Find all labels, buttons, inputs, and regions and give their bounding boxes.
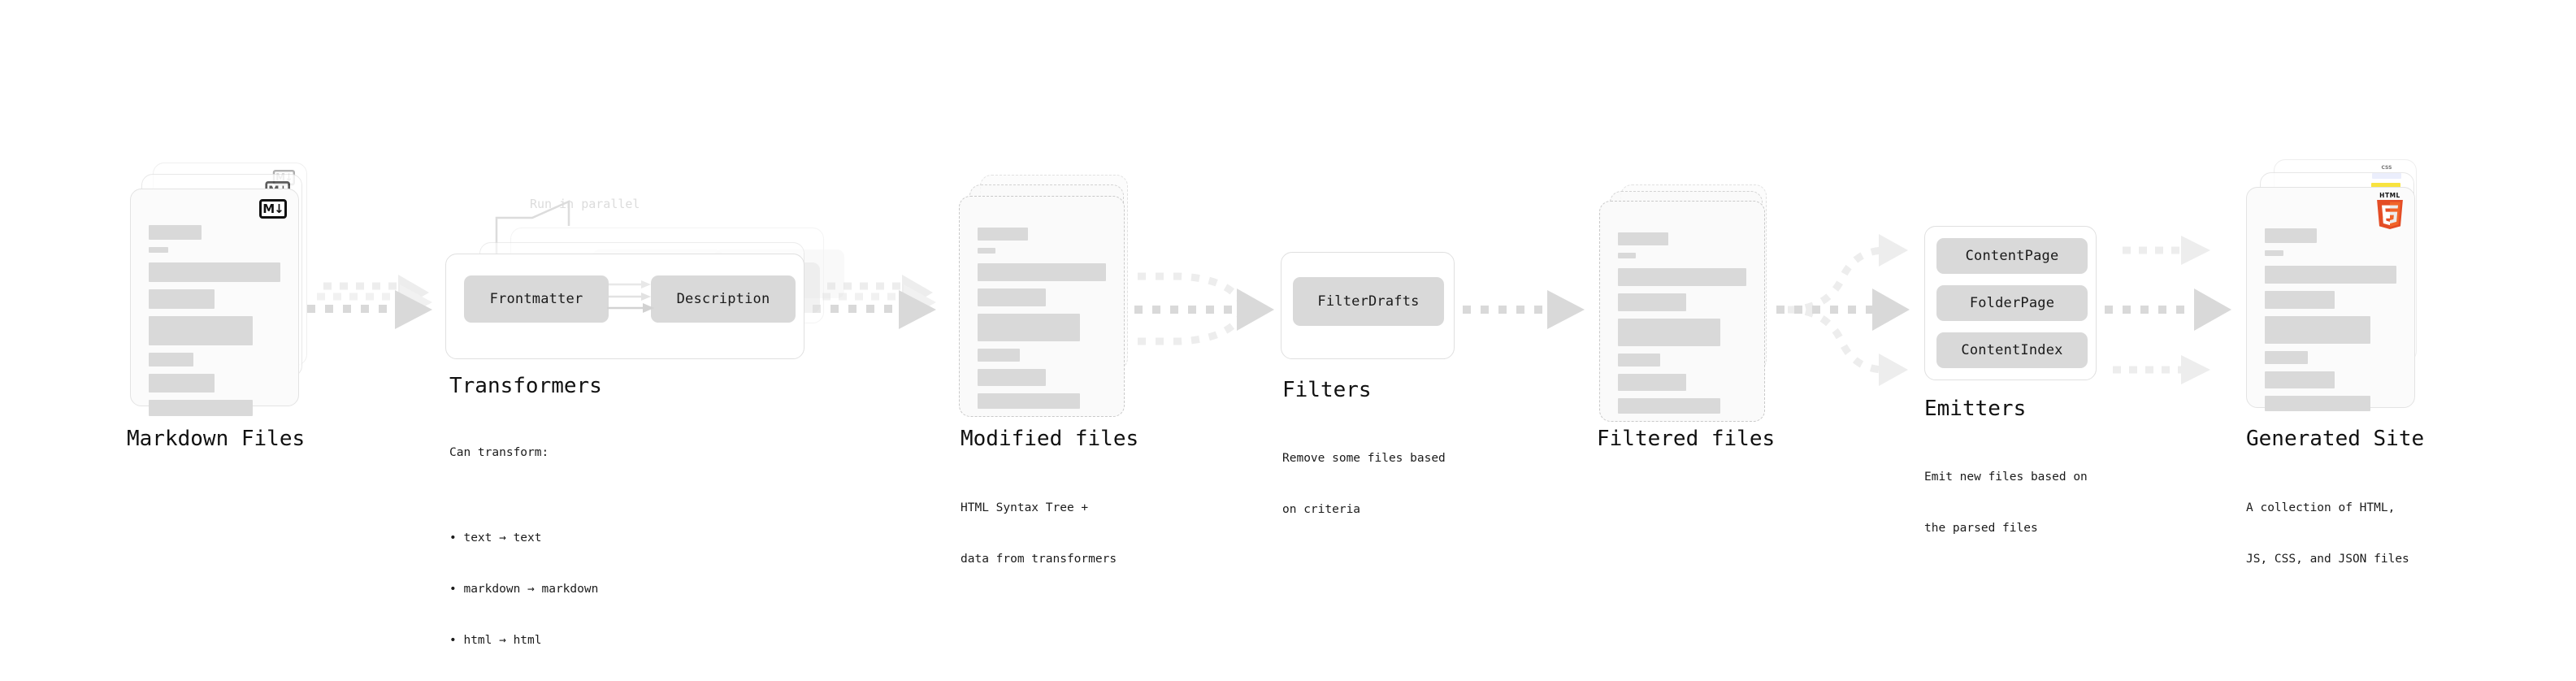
generated-site-card-stack: CSS HTML	[2246, 159, 2449, 419]
skeleton-bar	[149, 353, 194, 367]
modified-card-front	[959, 196, 1125, 417]
emitter-chip-contentindex[interactable]: ContentIndex	[1936, 332, 2088, 368]
skeleton-bar	[149, 316, 253, 345]
skeleton-bar	[2265, 316, 2370, 344]
card-skeleton-body	[2265, 228, 2396, 419]
subtitle-line: data from transformers	[961, 553, 1117, 566]
skeleton-bar	[149, 225, 202, 240]
modified-files-subtitle: HTML Syntax Tree + data from transformer…	[961, 466, 1117, 602]
markdown-badge-arrow: ↓	[274, 201, 284, 216]
skeleton-bar	[1618, 268, 1746, 286]
transformers-title: Transformers	[449, 374, 602, 398]
skeleton-bar	[1618, 253, 1636, 258]
skeleton-bar	[978, 349, 1021, 362]
connector-emitters-to-site	[2105, 236, 2231, 384]
transformers-bullet-list: • text → text • markdown → markdown • ht…	[449, 496, 598, 681]
skeleton-bar	[149, 374, 215, 393]
card-skeleton-body	[1618, 232, 1746, 421]
subtitle-line: Emit new files based on	[1924, 471, 2088, 484]
filters-group: FilterDrafts	[1281, 252, 1455, 359]
emitter-chip-folderpage[interactable]: FolderPage	[1936, 285, 2088, 321]
subtitle-line: on criteria	[1282, 503, 1361, 517]
skeleton-bar	[978, 393, 1081, 409]
markdown-card-front: M↓	[130, 189, 299, 416]
skeleton-bar	[978, 369, 1046, 386]
transformer-chip-frontmatter[interactable]: Frontmatter	[464, 275, 609, 323]
transformer-inner-arrows	[607, 280, 654, 313]
subtitle-line: A collection of HTML,	[2246, 501, 2396, 515]
card-skeleton-body	[978, 228, 1106, 416]
css-label: CSS	[2381, 165, 2392, 171]
emitters-subtitle: Emit new files based on the parsed files	[1924, 435, 2088, 571]
skeleton-bar	[149, 262, 280, 282]
transformers-group-front: Frontmatter Description	[445, 254, 804, 359]
skeleton-bar	[1618, 319, 1721, 346]
skeleton-bar	[149, 400, 253, 416]
site-card-front-html: HTML	[2246, 187, 2415, 411]
skeleton-bar	[2265, 291, 2335, 309]
skeleton-bar	[978, 263, 1106, 281]
skeleton-bar	[1618, 293, 1686, 311]
transformer-chip-description[interactable]: Description	[651, 275, 796, 323]
markdown-icon: M↓	[259, 199, 287, 219]
skeleton-bar	[1618, 232, 1668, 245]
filters-title: Filters	[1282, 378, 1372, 402]
transformers-subtitle-intro: Can transform:	[449, 446, 549, 460]
subtitle-line: JS, CSS, and JSON files	[2246, 553, 2409, 566]
skeleton-bar	[2265, 250, 2283, 256]
generated-site-title: Generated Site	[2246, 427, 2425, 451]
skeleton-bar	[149, 247, 168, 253]
skeleton-bar	[2265, 228, 2317, 243]
modified-files-title: Modified files	[961, 427, 1139, 451]
skeleton-bar	[978, 228, 1028, 241]
html5-wordmark: HTML	[2379, 192, 2400, 199]
emitters-title: Emitters	[1924, 397, 2027, 421]
list-item: • text → text	[449, 531, 542, 545]
filters-subtitle: Remove some files based on criteria	[1282, 416, 1446, 553]
html5-icon: HTML	[2375, 192, 2405, 229]
card-skeleton-body	[149, 225, 280, 423]
connector-markdown-to-transformers	[307, 275, 432, 329]
markdown-files-card-stack: M↓ M↓ M↓	[130, 163, 317, 416]
connector-modified-to-filters	[1134, 272, 1274, 345]
filtered-files-title: Filtered files	[1597, 427, 1776, 451]
skeleton-bar	[2265, 396, 2370, 411]
transformers-subtitle: Can transform: • text → text • markdown …	[449, 410, 598, 681]
list-item: • markdown → markdown	[449, 583, 599, 596]
skeleton-bar	[2265, 371, 2335, 388]
filtered-files-card-stack	[1599, 184, 1786, 428]
subtitle-line: HTML Syntax Tree +	[961, 501, 1089, 515]
run-in-parallel-label: Run in parallel	[530, 197, 640, 211]
transformers-group-stack: Frontmatter Description	[445, 228, 844, 366]
markdown-badge-letter: M	[262, 201, 275, 216]
skeleton-bar	[1618, 354, 1661, 367]
skeleton-bar	[978, 248, 995, 254]
modified-files-card-stack	[959, 175, 1146, 419]
skeleton-bar	[149, 289, 215, 309]
emitters-group: ContentPage FolderPage ContentIndex	[1924, 226, 2097, 380]
skeleton-bar	[978, 288, 1046, 306]
connector-filters-to-filtered	[1463, 290, 1585, 329]
skeleton-bar	[1618, 398, 1721, 414]
skeleton-bar	[978, 314, 1081, 341]
skeleton-bar	[1618, 374, 1686, 391]
subtitle-line: the parsed files	[1924, 522, 2038, 536]
filtered-card-front	[1599, 201, 1765, 422]
emitter-chip-contentpage[interactable]: ContentPage	[1936, 238, 2088, 274]
html5-shield	[2377, 199, 2403, 229]
generated-site-subtitle: A collection of HTML, JS, CSS, and JSON …	[2246, 466, 2409, 602]
skeleton-bar	[2265, 351, 2309, 364]
markdown-files-title: Markdown Files	[127, 427, 306, 451]
filter-chip-filterdrafts[interactable]: FilterDrafts	[1293, 277, 1444, 326]
list-item: • html → html	[449, 634, 542, 648]
skeleton-bar	[2265, 266, 2396, 284]
subtitle-line: Remove some files based	[1282, 452, 1446, 466]
connector-filtered-to-emitters	[1776, 234, 1910, 386]
